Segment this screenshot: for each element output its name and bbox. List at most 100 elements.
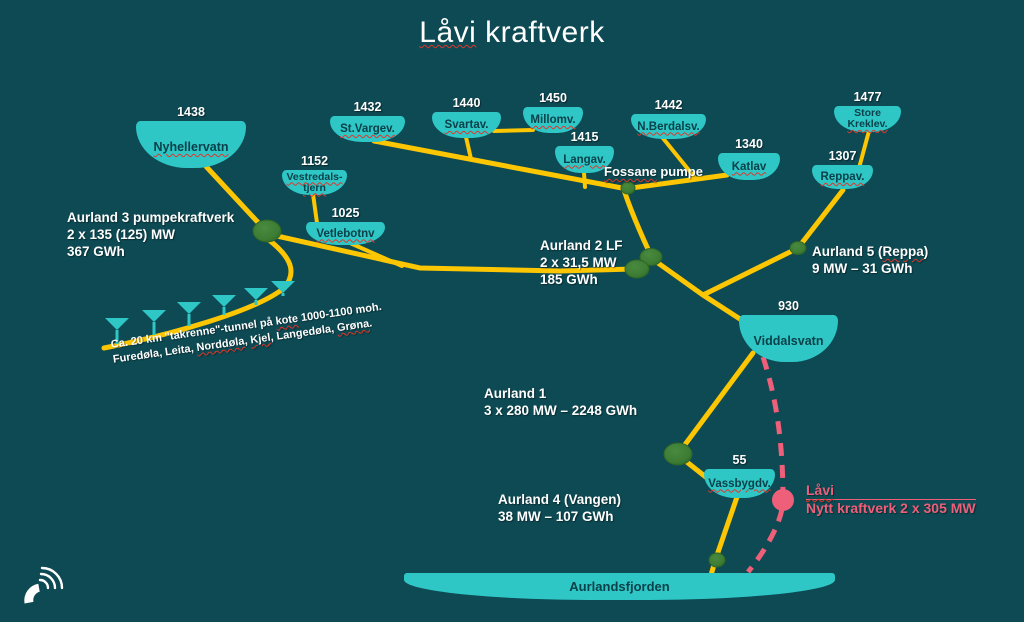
reservoir-name: Katlav — [731, 160, 767, 173]
tunnel-takrenne-curve — [101, 237, 294, 351]
reservoir-name: Svartav. — [444, 119, 489, 131]
plant-name-suffix: ) — [923, 244, 929, 259]
reservoir-millomv: Millomv. — [523, 107, 583, 133]
tunnel-nyhellervatn-aurland3 — [198, 158, 269, 234]
plant-energy: 367 GWh — [67, 244, 125, 259]
plant-label-aurland5: Aurland 5 (Reppa) 9 MW – 31 GWh — [812, 243, 928, 277]
station-node-aurland2-lower — [624, 259, 650, 279]
tunnel-aurland3-aurland2 — [265, 231, 637, 274]
title-word-rest: kraftverk — [476, 16, 605, 49]
station-node-outlet — [708, 552, 726, 568]
reservoir-name: Vetlebotnv — [316, 227, 375, 240]
tunnel-nberdalsv-join — [660, 135, 698, 181]
station-node-aurland2-upper — [639, 248, 663, 266]
reservoir-name-line1: Store — [854, 107, 881, 119]
plant-capacity: 2 x 135 (125) MW — [67, 227, 176, 242]
plant-name-word1: Fossane — [604, 164, 657, 179]
tunnel-aurland2-viddalsvatn — [648, 255, 743, 322]
reservoir-level-svartav: 1440 — [452, 96, 481, 110]
plant-name: Aurland 3 pumpekraftverk — [67, 210, 235, 225]
plant-description: Nytt kraftverk 2 x 305 MW — [806, 500, 976, 516]
plant-name: Fossane pumpe — [604, 163, 703, 180]
plant-name: Aurland 5 (Reppa) — [812, 243, 928, 260]
logo-swoosh — [24, 583, 40, 604]
station-node-aurland1 — [663, 442, 693, 466]
reservoir-name: Viddalsvatn — [753, 334, 824, 348]
plant-capacity: 38 MW – 107 GWh — [498, 509, 614, 524]
reservoir-name: Nyhellervatn — [153, 140, 229, 154]
reservoir-reppav: Reppav. — [812, 165, 873, 189]
reservoir-level-store-kreklev: 1477 — [853, 90, 882, 104]
tunnel-viddalsvatn-aurland1 — [675, 350, 756, 457]
reservoir-level-viddalsvatn: 930 — [778, 299, 799, 313]
tunnel-vestredalstjern-vetlebotnv — [311, 192, 319, 225]
intake-funnel-icons — [105, 281, 295, 344]
tunnel-vetlebotnv-run — [348, 241, 404, 268]
logo-arc-large — [40, 566, 64, 590]
reservoir-level-reppav: 1307 — [828, 149, 857, 163]
reservoir-level-n-berdalsv: 1442 — [654, 98, 683, 112]
reservoir-level-katlav: 1340 — [735, 137, 763, 151]
plant-capacity: 9 MW – 31 GWh — [812, 261, 913, 276]
reservoir-level-vetlebotnv: 1025 — [331, 206, 360, 220]
tunnel-millomv-svartav — [492, 128, 535, 133]
plant-label-aurland1: Aurland 1 3 x 280 MW – 2248 GWh — [484, 385, 637, 419]
reservoir-name: Millomv. — [530, 114, 576, 126]
tunnel-svartav-join — [464, 135, 473, 161]
reservoir-name: Reppav. — [820, 171, 865, 183]
reservoir-vestredalstjern: Vestredals-tjern — [282, 170, 347, 195]
intake-funnel-icon — [212, 295, 236, 307]
plant-name-prefix: Aurland 5 ( — [812, 244, 883, 259]
reservoir-katlav: Katlav — [718, 153, 780, 180]
title-word-underlined: Låvi — [419, 16, 477, 49]
reservoir-name: Vassbygdv. — [708, 477, 771, 490]
company-logo-icon — [24, 566, 64, 604]
plant-capacity: 3 x 280 MW – 2248 GWh — [484, 403, 638, 418]
station-node-aurland5 — [789, 241, 807, 255]
reservoir-level-millomv: 1450 — [539, 91, 567, 105]
reservoir-vetlebotnv: Vetlebotnv — [306, 222, 385, 245]
plant-label-lavi: Låvi Nytt kraftverk 2 x 305 MW — [806, 482, 976, 517]
plant-energy: 185 GWh — [540, 272, 598, 287]
plant-name-region: Reppa — [882, 244, 924, 259]
reservoir-level-vestredalstjern: 1152 — [300, 154, 329, 168]
reservoir-svartav: Svartav. — [432, 112, 501, 138]
reservoir-name-line2: Kreklev. — [847, 118, 888, 130]
tunnel-katlav-fossane — [621, 172, 730, 192]
reservoir-st-vargev: St.Vargev. — [330, 116, 405, 142]
station-node-fossane — [620, 181, 636, 195]
intake-funnel-icon — [271, 281, 295, 293]
logo-arc-medium — [39, 572, 57, 590]
reservoir-name: St.Vargev. — [340, 123, 395, 135]
lavi-new-plant-node — [772, 489, 794, 511]
plant-name-word2: pumpe — [656, 164, 703, 179]
reservoir-level-nyhellervatn: 1438 — [177, 105, 205, 119]
tunnel-stvargev-fossane — [371, 138, 625, 191]
tunnel-langav-join — [582, 171, 587, 189]
page-title: Låvi kraftverk — [0, 16, 1024, 50]
tunnel-fossane-aurland2 — [621, 187, 654, 259]
plant-label-aurland4: Aurland 4 (Vangen) 38 MW – 107 GWh — [498, 491, 621, 525]
tunnel-kreklev-reppav — [857, 129, 871, 170]
plant-label-aurland3: Aurland 3 pumpekraftverk 2 x 135 (125) M… — [67, 209, 234, 260]
fjord-name: Aurlandsfjorden — [569, 578, 670, 594]
intake-funnel-icon — [177, 302, 201, 314]
plant-name: Låvi — [806, 482, 976, 500]
intake-funnel-icon — [142, 310, 166, 322]
reservoir-level-st-vargev: 1432 — [353, 100, 382, 114]
reservoir-name-line2: tjern — [303, 181, 326, 194]
plant-capacity: 2 x 31,5 MW — [540, 255, 617, 270]
intake-funnel-icon — [244, 288, 268, 300]
logo-arc-small — [38, 578, 50, 590]
reservoir-name: N.Berdalsv. — [637, 120, 700, 133]
plant-label-aurland2: Aurland 2 LF 2 x 31,5 MW 185 GWh — [540, 237, 623, 288]
reservoir-name: Langav. — [563, 153, 606, 166]
plant-name: Aurland 4 (Vangen) — [498, 492, 622, 507]
reservoir-level-langav: 1415 — [570, 130, 599, 144]
station-node-aurland3 — [252, 219, 282, 243]
plant-name: Aurland 1 — [484, 386, 547, 401]
intake-funnel-icon — [105, 318, 129, 330]
